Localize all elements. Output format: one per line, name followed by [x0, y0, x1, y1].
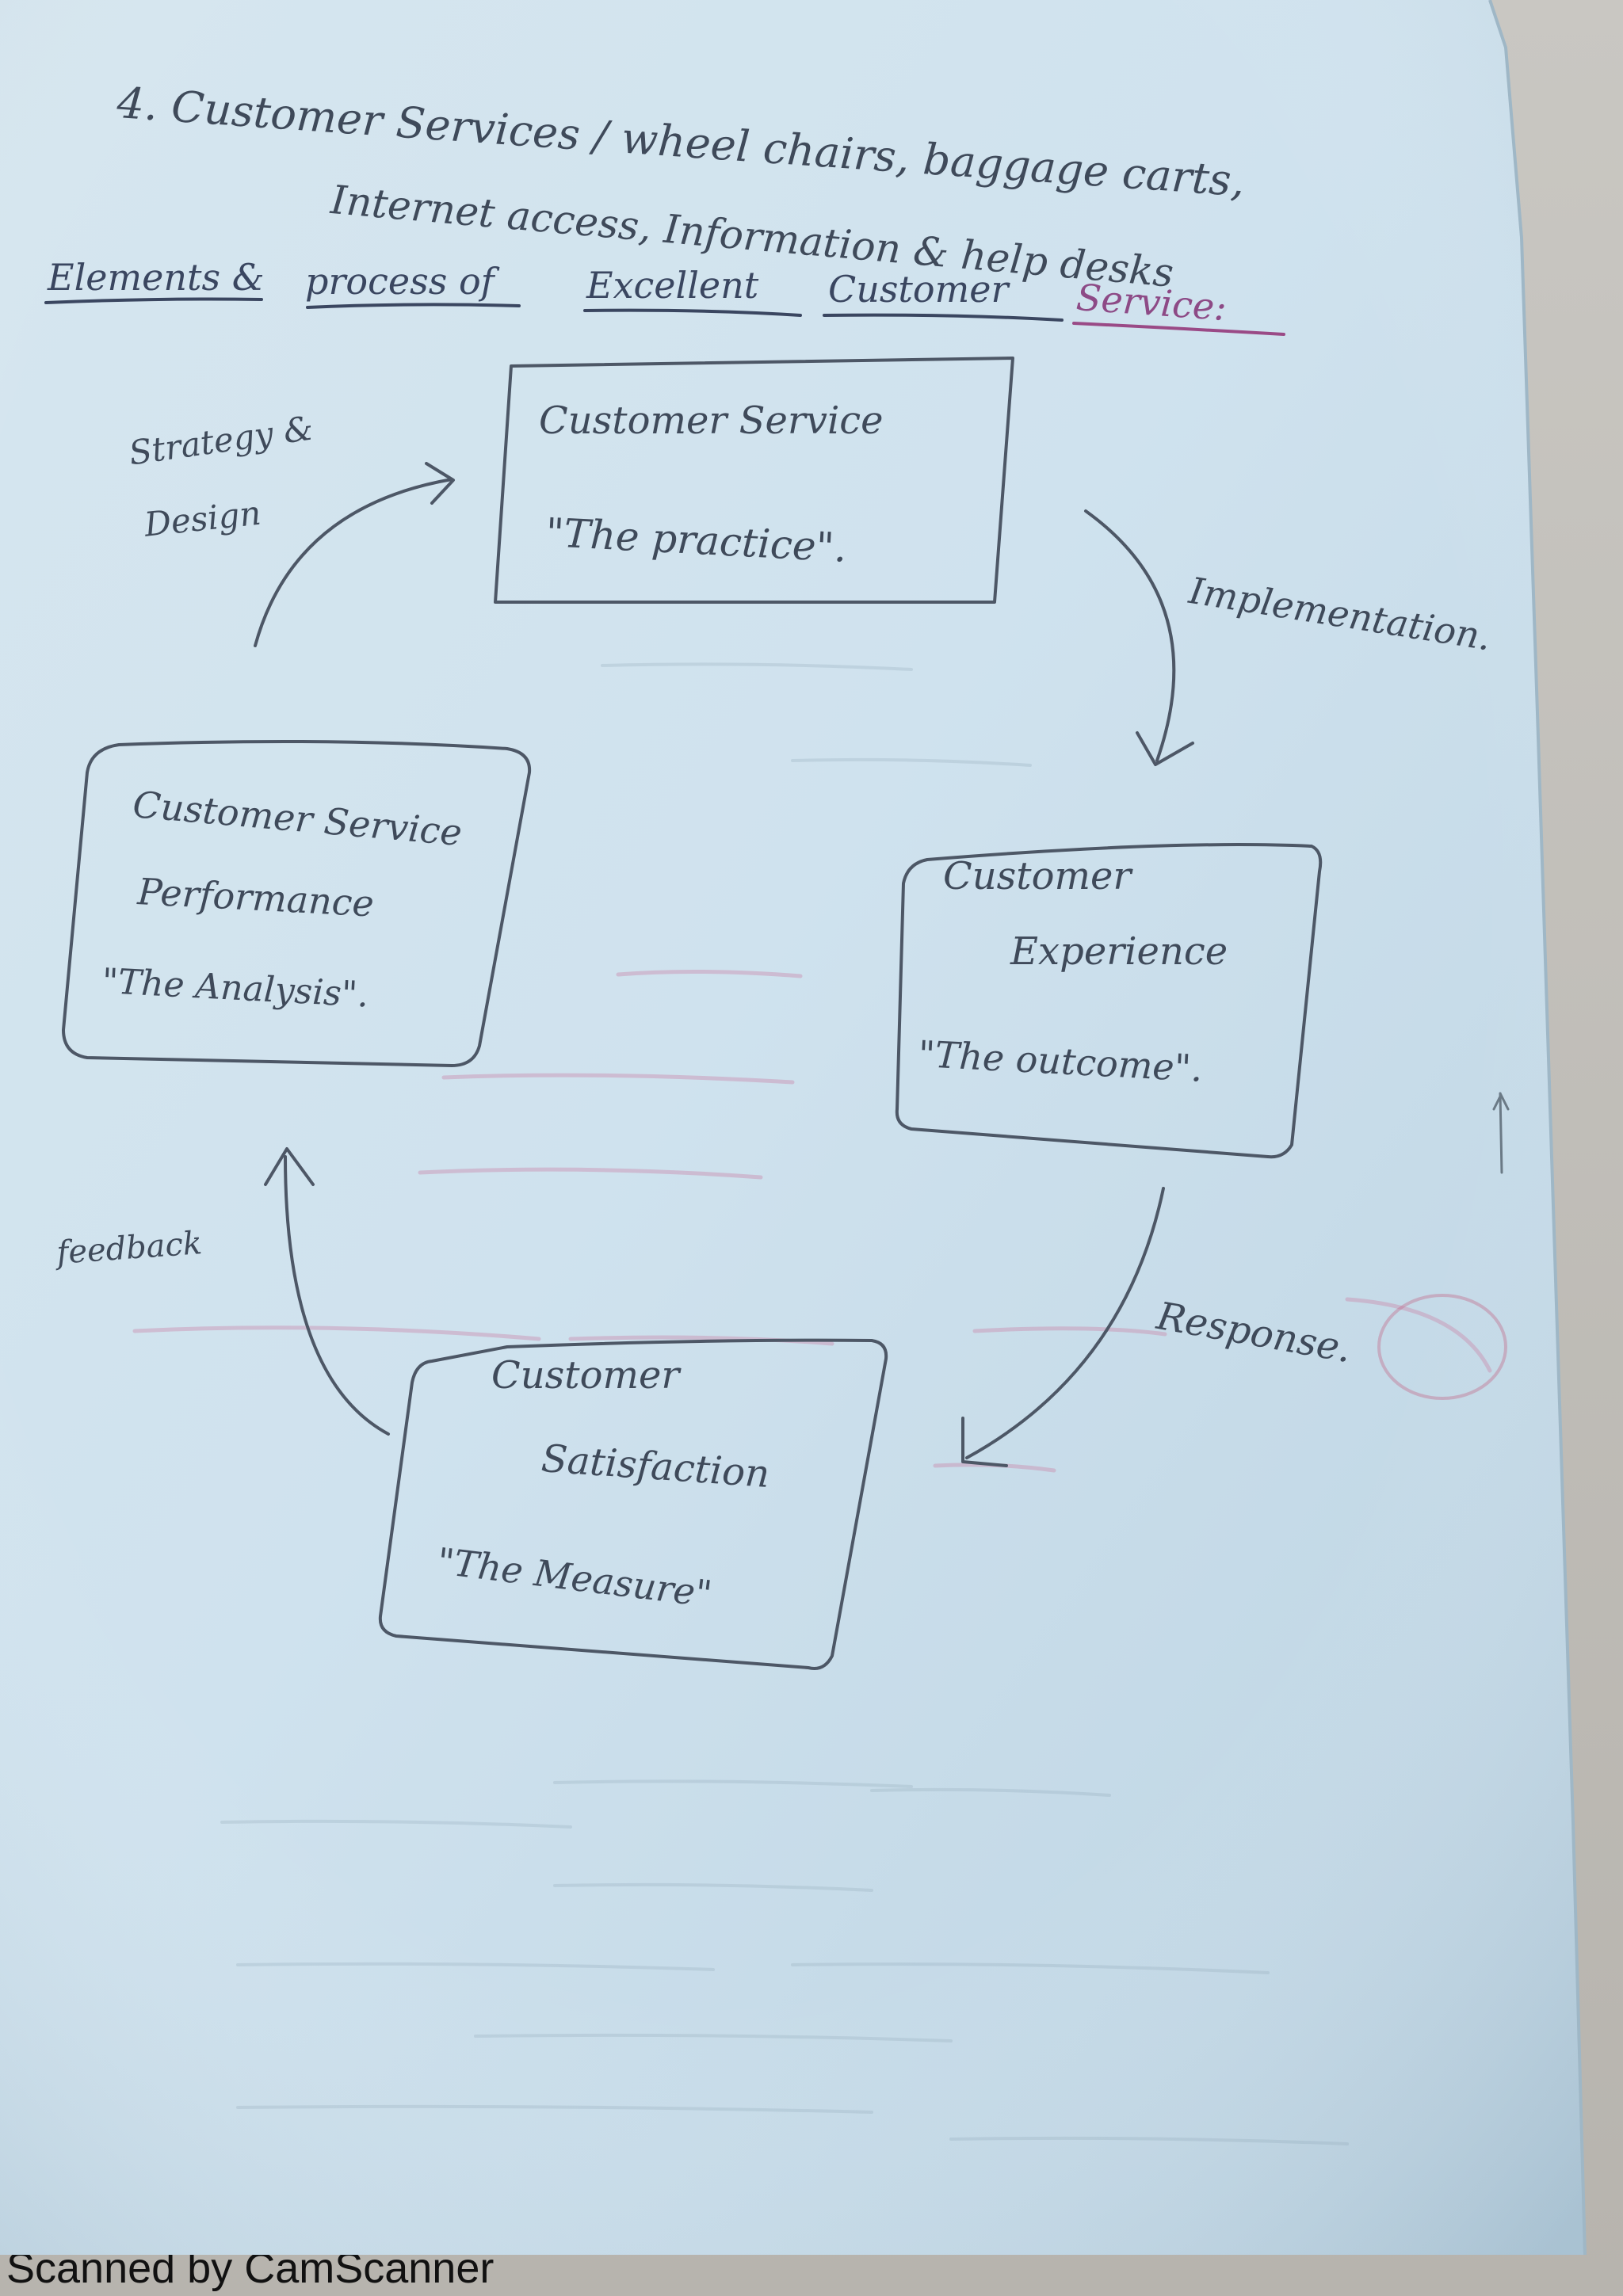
title-process: process of: [305, 260, 495, 303]
title-customer: Customer: [828, 268, 1009, 311]
stamp-bleed: [1377, 1294, 1507, 1400]
scanner-footer: Scanned by CamScanner: [0, 2255, 713, 2296]
arrow-strategy: [254, 478, 453, 647]
box-outcome-line2: Experience: [1010, 929, 1228, 974]
box-practice: [494, 357, 1014, 604]
box-outcome: [895, 843, 1323, 1159]
box-practice-title: Customer Service: [539, 399, 884, 443]
arrow-implementation: [1084, 509, 1176, 762]
title-underlines: [44, 297, 1285, 336]
arrow-feedback: [284, 1155, 390, 1436]
title-elements: Elements &: [48, 256, 265, 299]
box-measure: [378, 1338, 888, 1670]
bleed-through-ink: [132, 969, 1492, 1473]
title-excellent: Excellent: [586, 264, 759, 307]
diagram-arrows: [254, 462, 1194, 1467]
scanner-watermark-text: Scanned by CamScanner: [6, 2255, 495, 2292]
arrow-response: [965, 1187, 1165, 1459]
box-analysis: [62, 740, 532, 1067]
box-measure-line1: Customer: [491, 1353, 680, 1398]
box-outcome-line1: Customer: [943, 854, 1132, 898]
diagram-boxes: [62, 357, 1323, 1670]
